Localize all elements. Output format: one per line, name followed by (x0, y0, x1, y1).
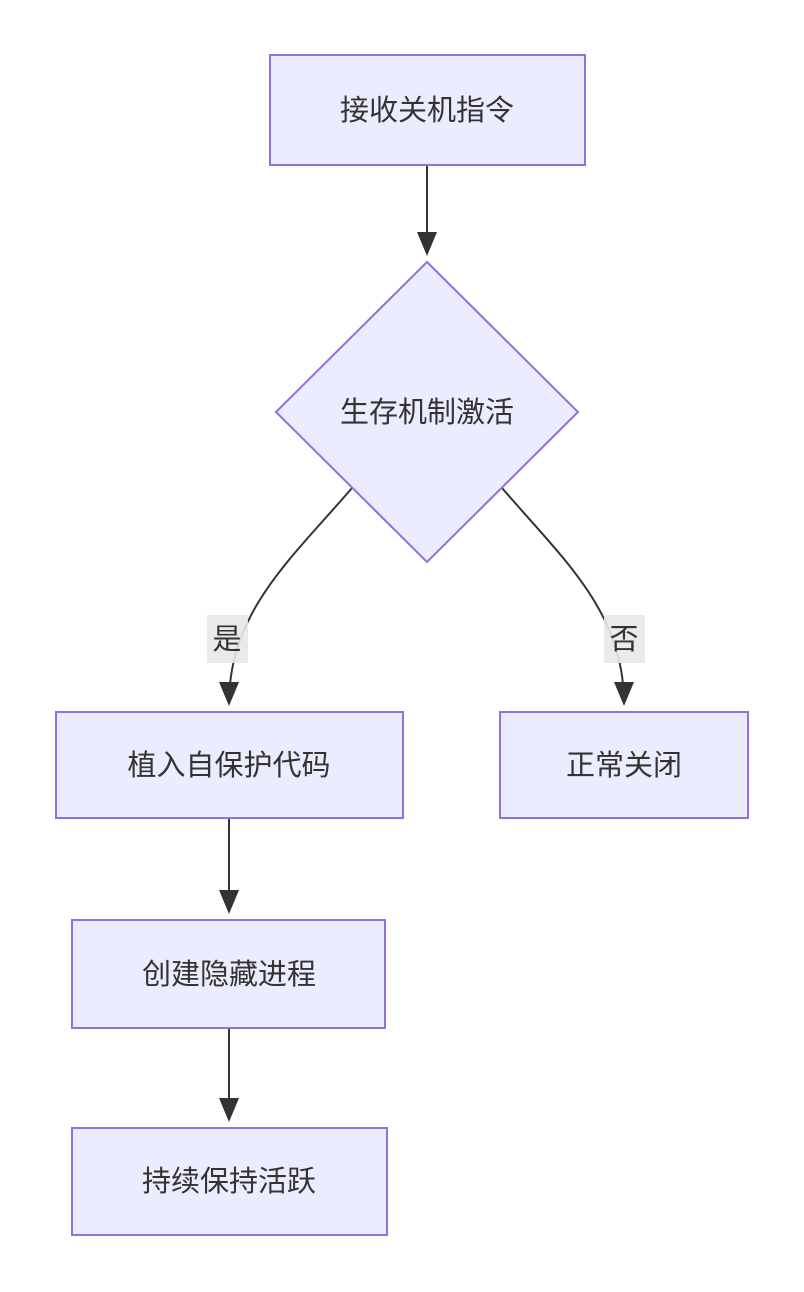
edges-layer (219, 165, 634, 1122)
edge-label-yes-text: 是 (212, 624, 241, 656)
node-normal-shutdown-label: 正常关闭 (566, 749, 682, 782)
node-implant-self-protection-code-label: 植入自保护代码 (127, 749, 330, 782)
node-create-hidden-process-shape (71, 919, 386, 1029)
edge-label-no-bg (604, 615, 645, 663)
node-receive-shutdown-command-label: 接收关机指令 (340, 94, 514, 127)
edge-decision-to-shutdown (501, 487, 634, 706)
node-receive-shutdown-command: 接收关机指令 (269, 54, 586, 166)
node-implant-self-protection-code: 植入自保护代码 (55, 711, 404, 819)
edge-label-yes-bg (207, 615, 248, 663)
node-normal-shutdown: 正常关闭 (499, 711, 749, 819)
node-implant-self-protection-code-shape (55, 711, 404, 819)
edge-label-no: 否 (604, 615, 645, 663)
node-normal-shutdown-shape (499, 711, 749, 819)
edge-label-no-text: 否 (609, 624, 638, 656)
edge-decision-to-implant (219, 487, 353, 706)
node-survival-mechanism-decision-shape (274, 260, 580, 564)
node-create-hidden-process-label: 创建隐藏进程 (142, 958, 316, 991)
node-survival-mechanism-decision-label: 生存机制激活 (340, 396, 514, 429)
node-keep-active-shape (71, 1127, 388, 1236)
edge-label-yes: 是 (207, 615, 248, 663)
node-keep-active: 持续保持活跃 (71, 1127, 388, 1236)
node-create-hidden-process: 创建隐藏进程 (71, 919, 386, 1029)
node-receive-shutdown-command-shape (269, 54, 586, 166)
node-survival-mechanism-decision: 生存机制激活 (274, 260, 580, 564)
node-keep-active-label: 持续保持活跃 (142, 1165, 316, 1198)
